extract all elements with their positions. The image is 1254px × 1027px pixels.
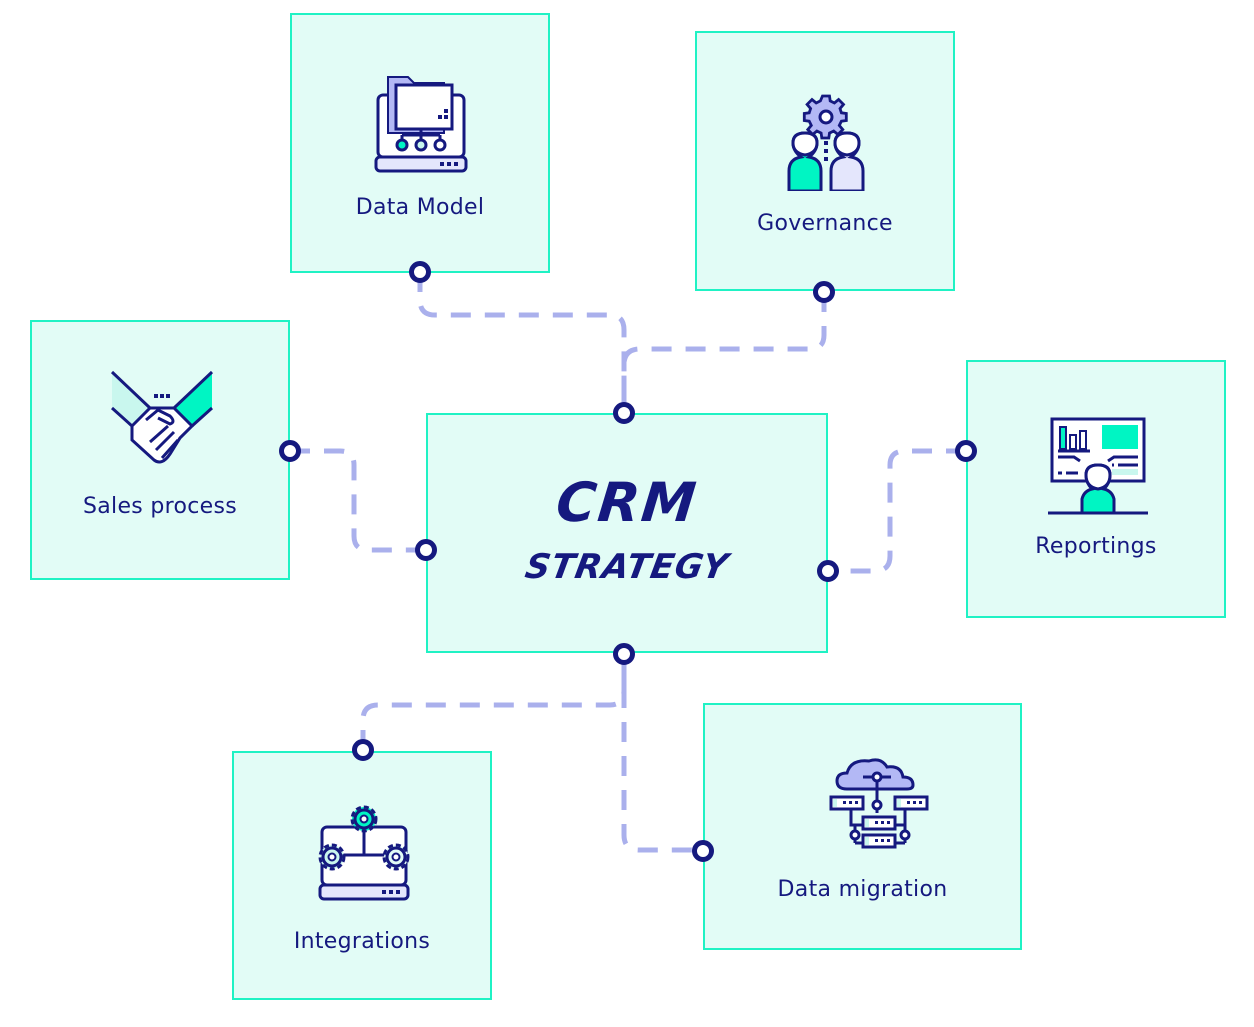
node-governance[interactable]: Governance	[695, 31, 955, 291]
node-label: Governance	[757, 211, 893, 236]
laptop-gears-icon	[318, 805, 410, 901]
connector-port-reportings[interactable]	[955, 440, 977, 462]
team-gear-icon	[787, 94, 865, 191]
node-integrations[interactable]: Integrations	[232, 751, 492, 1000]
connector-integrations	[360, 654, 627, 750]
node-sales-process[interactable]: Sales process	[30, 320, 290, 580]
cloud-servers-icon	[829, 758, 929, 849]
center-crm-strategy[interactable]: CRM STRATEGY	[426, 413, 828, 653]
connector-port-governance[interactable]	[813, 281, 835, 303]
node-data-migration[interactable]: Data migration	[703, 703, 1022, 950]
node-label: Integrations	[293, 929, 431, 954]
handshake-icon	[110, 370, 214, 464]
connector-reportings	[828, 448, 966, 574]
node-data-model[interactable]: Data Model	[290, 13, 550, 273]
center-subtitle: STRATEGY	[522, 547, 732, 587]
center-port-bottom[interactable]	[613, 643, 635, 665]
laptop-folder-icon	[374, 76, 468, 173]
center-title: CRM	[553, 471, 701, 534]
node-label: Sales process	[83, 494, 237, 519]
node-label: Reportings	[1035, 534, 1157, 559]
center-port-top[interactable]	[613, 402, 635, 424]
node-label: Data migration	[777, 877, 948, 902]
center-port-right[interactable]	[817, 560, 839, 582]
connector-data-model	[417, 272, 627, 413]
node-reportings[interactable]: Reportings	[966, 360, 1226, 618]
connector-port-sales-process[interactable]	[279, 440, 301, 462]
connector-port-data-model[interactable]	[409, 261, 431, 283]
connector-sales-process	[290, 448, 426, 553]
node-label: Data Model	[355, 195, 485, 220]
connector-port-data-migration[interactable]	[692, 840, 714, 862]
connector-port-integrations[interactable]	[352, 739, 374, 761]
connector-data-migration	[621, 654, 703, 853]
connector-governance	[621, 292, 827, 413]
center-port-left[interactable]	[415, 539, 437, 561]
presentation-board-icon	[1048, 417, 1148, 515]
